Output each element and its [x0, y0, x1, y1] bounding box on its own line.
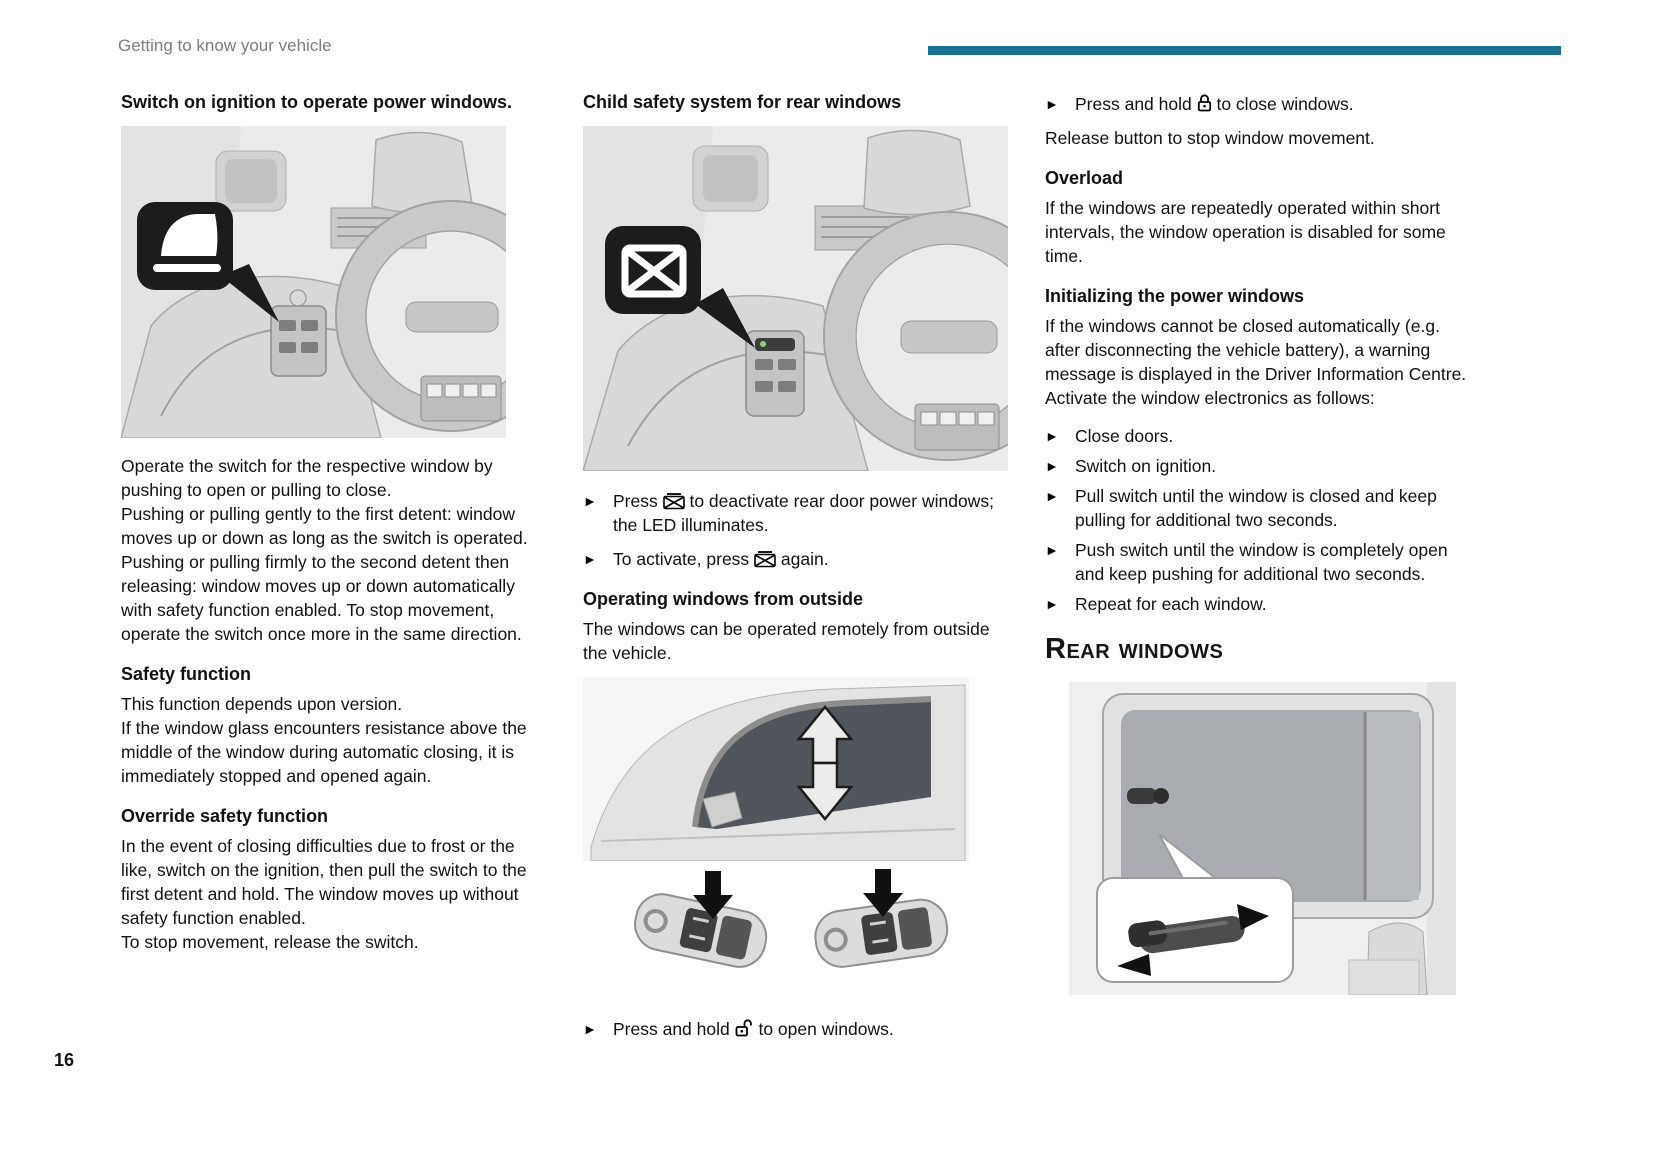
bullet-arrow-icon: ► [1045, 96, 1059, 112]
column-3: ► Press and hold to close windows. Relea… [1045, 86, 1470, 1051]
para-override-safety: In the event of closing difficulties due… [121, 836, 527, 952]
bullet-arrow-icon: ► [1045, 542, 1059, 558]
para-release-button: Release button to stop window movement. [1045, 128, 1375, 148]
heading-initializing: Initializing the power windows [1045, 286, 1305, 306]
bullet-arrow-icon: ► [583, 1021, 597, 1037]
rear-window-illustration-svg [1069, 682, 1456, 995]
window-remote-illustration [583, 677, 1008, 861]
init-step: ► Switch on ignition. [1045, 454, 1470, 478]
heading-override-safety: Override safety function [121, 806, 329, 826]
text-post: to deactivate rear door power windows; t… [613, 491, 994, 535]
instruction-activate: ► To activate, press again. [583, 547, 1008, 571]
init-steps-list: ► Close doors. ► Switch on ignition. ► P… [1045, 424, 1470, 616]
init-step-text: Switch on ignition. [1075, 456, 1217, 476]
page-number: 16 [54, 1050, 75, 1070]
window-crossed-icon [754, 549, 776, 569]
child-safety-illustration-svg [583, 126, 1008, 471]
bullet-arrow-icon: ► [1045, 488, 1059, 504]
para-operate-switch: Operate the switch for the respective wi… [121, 456, 528, 644]
para-outside-operation: The windows can be operated remotely fro… [583, 619, 990, 663]
heading-child-safety: Child safety system for rear windows [583, 92, 902, 112]
bullet-arrow-icon: ► [1045, 596, 1059, 612]
instruction-open-windows-text: Press and hold to open windows. [613, 1017, 1008, 1041]
instruction-close-windows-text: Press and hold to close windows. [1075, 92, 1470, 116]
door-switch-illustration [121, 126, 546, 438]
bullet-arrow-icon: ► [583, 551, 597, 567]
column-2: Child safety system for rear windows [583, 86, 1008, 1051]
instruction-deactivate-text: Press to deactivate rear door power wind… [613, 489, 1008, 537]
init-step: ► Repeat for each window. [1045, 592, 1470, 616]
para-overload: If the windows are repeatedly operated w… [1045, 198, 1446, 266]
init-step-text: Push switch until the window is complete… [1075, 540, 1448, 584]
para-safety-function: This function depends upon version. If t… [121, 694, 527, 786]
bullet-arrow-icon: ► [1045, 428, 1059, 444]
page-content: Switch on ignition to operate power wind… [121, 86, 1470, 1051]
text-pre: Press and hold [1075, 94, 1197, 114]
instruction-activate-text: To activate, press again. [613, 547, 1008, 571]
heading-ignition-windows: Switch on ignition to operate power wind… [121, 92, 512, 112]
heading-rear-windows: Rear windows [1045, 633, 1224, 665]
init-step-text: Pull switch until the window is closed a… [1075, 486, 1437, 530]
heading-overload: Overload [1045, 168, 1124, 188]
heading-safety-function: Safety function [121, 664, 252, 684]
text-post: to close windows. [1211, 94, 1354, 114]
instruction-open-windows: ► Press and hold to open windows. [583, 1017, 1008, 1041]
text-post: again. [776, 549, 829, 569]
init-step-text: Repeat for each window. [1075, 594, 1267, 614]
instruction-close-windows: ► Press and hold to close windows. [1045, 92, 1470, 116]
rear-window-illustration [1069, 682, 1470, 995]
child-safety-illustration [583, 126, 1008, 471]
bullet-arrow-icon: ► [583, 493, 597, 509]
heading-outside-operation: Operating windows from outside [583, 589, 864, 609]
text-pre: Press [613, 491, 663, 511]
key-fobs-illustration-svg [583, 867, 969, 977]
text-pre: Press and hold [613, 1019, 735, 1039]
door-switch-illustration-svg [121, 126, 506, 438]
text-pre: To activate, press [613, 549, 755, 569]
instruction-deactivate: ► Press to deactivate rear door power wi… [583, 489, 1008, 537]
init-step: ► Push switch until the window is comple… [1045, 538, 1470, 586]
init-step: ► Close doors. [1045, 424, 1470, 448]
key-fobs-illustration [583, 867, 1008, 977]
column-1: Switch on ignition to operate power wind… [121, 86, 546, 1051]
init-step: ► Pull switch until the window is closed… [1045, 484, 1470, 532]
init-step-text: Close doors. [1075, 426, 1174, 446]
text-post: to open windows. [753, 1019, 894, 1039]
window-remote-illustration-svg [583, 677, 969, 861]
window-crossed-icon [662, 491, 685, 511]
lock-icon [1197, 94, 1212, 114]
accent-bar [928, 46, 1561, 55]
unlock-icon [735, 1019, 754, 1039]
para-initializing: If the windows cannot be closed automati… [1045, 316, 1467, 408]
bullet-arrow-icon: ► [1045, 458, 1059, 474]
section-breadcrumb: Getting to know your vehicle [118, 36, 332, 55]
